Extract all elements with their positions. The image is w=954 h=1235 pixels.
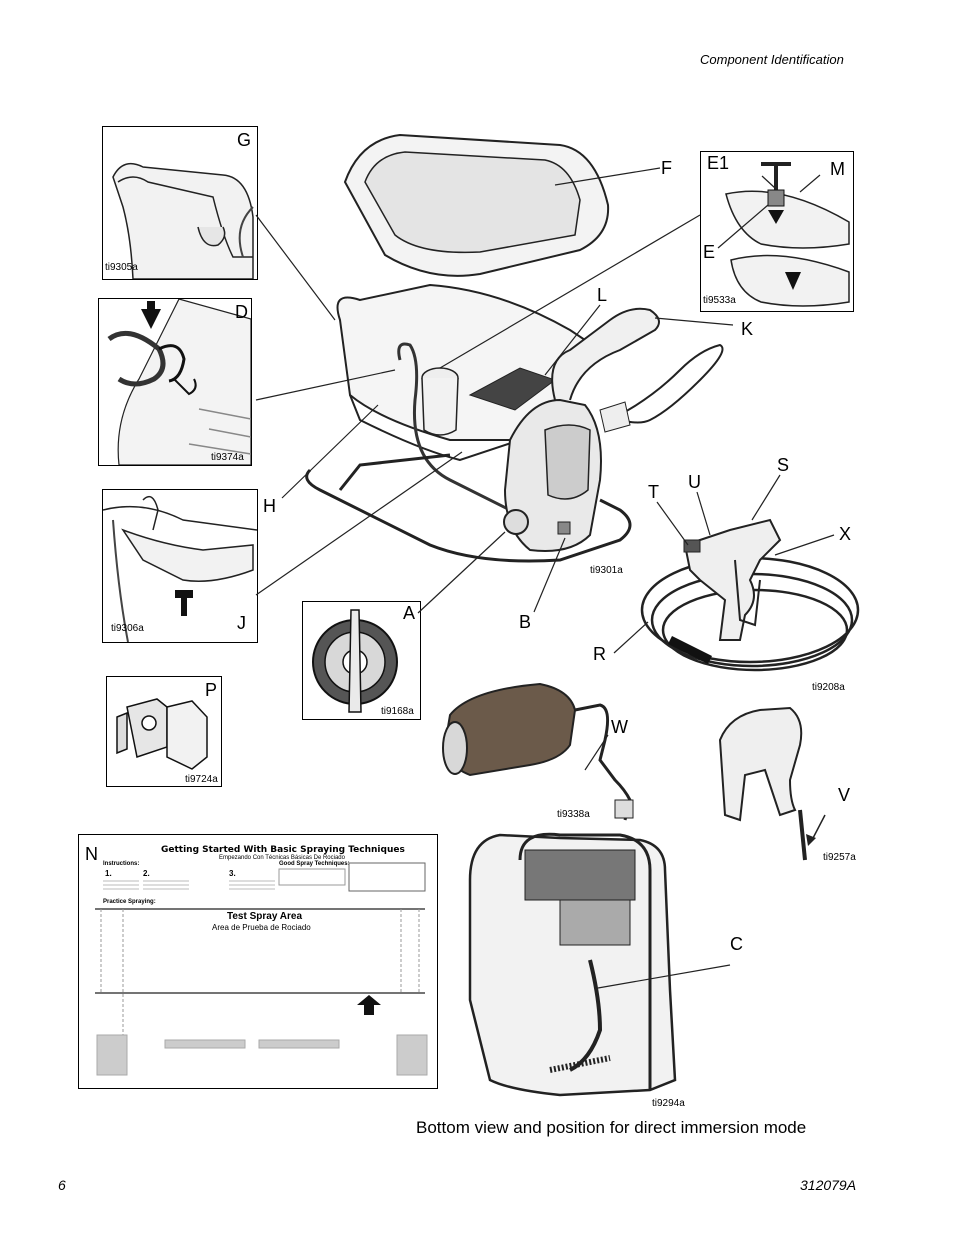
down-arrow-icon (785, 272, 801, 290)
figure-id: ti9301a (590, 565, 623, 576)
figure-id: ti9338a (557, 809, 590, 820)
up-arrow-icon (357, 995, 381, 1015)
figure-id: ti9724a (185, 774, 218, 785)
label-a: A (403, 603, 416, 623)
page-number: 6 (58, 1177, 66, 1193)
label-k: K (741, 319, 754, 339)
label-t: T (648, 482, 659, 502)
label-r: R (593, 644, 606, 664)
figure-id: ti9305a (105, 262, 138, 273)
inset-a-prime-valve: A ti9168a (302, 601, 421, 720)
poster-test-area-es: Area de Prueba de Rociado (212, 923, 311, 932)
poster-layout-illustration (95, 862, 428, 1076)
bottom-view-caption: Bottom view and position for direct imme… (416, 1118, 807, 1137)
label-h: H (263, 496, 276, 516)
label-e1: E1 (707, 153, 730, 173)
label-n: N (85, 844, 98, 864)
section-title: Component Identification (700, 52, 844, 67)
document-number: 312079A (800, 1177, 857, 1193)
figure-id: ti9257a (823, 852, 856, 863)
label-s: S (777, 455, 790, 475)
inset-d-hose-clip: D ti9374a (98, 298, 252, 466)
hopper-lip-illustration (112, 162, 254, 279)
down-arrow-icon (141, 309, 161, 329)
inset-p-fitting: P ti9724a (106, 676, 222, 787)
down-arrow-icon (768, 210, 784, 224)
figure-id: ti9533a (703, 295, 736, 306)
figure-id: ti9374a (211, 452, 244, 463)
inset-n-spray-poster: N Getting Started With Basic Spraying Te… (78, 834, 438, 1089)
label-w: W (611, 717, 628, 737)
fitting-illustration (116, 698, 208, 770)
label-d: D (235, 302, 248, 322)
poster-subtitle: Empezando Con Técnicas Básicas De Rociad… (219, 855, 345, 861)
label-j: J (237, 613, 246, 633)
label-m: M (830, 159, 845, 179)
label-c: C (730, 934, 743, 954)
poster-practice: Practice Spraying: (103, 899, 156, 905)
label-b: B (519, 612, 532, 632)
poster-good-spray: Good Spray Techniques: (279, 861, 350, 867)
poster-step-2: 2. (143, 869, 150, 878)
label-g: G (237, 130, 252, 150)
figure-id: ti9306a (111, 623, 144, 634)
inset-g-hopper-lip: G ti9305a (102, 126, 258, 280)
label-e: E (703, 242, 716, 262)
figure-id: ti9168a (381, 706, 414, 717)
poster-title: Getting Started With Basic Spraying Tech… (161, 845, 405, 855)
label-v: V (838, 785, 851, 805)
poster-instructions: Instructions: (103, 861, 140, 867)
poster-step-1: 1. (105, 869, 112, 878)
figure-id: ti9208a (812, 682, 845, 693)
poster-step-3: 3. (229, 869, 236, 878)
label-x: X (839, 524, 852, 544)
figure-id: ti9294a (652, 1098, 685, 1109)
label-f: F (661, 158, 672, 178)
label-p: P (205, 680, 218, 700)
inset-j-drain: J ti9306a (102, 489, 258, 643)
label-l: L (597, 285, 608, 305)
prime-valve-knob-illustration (312, 609, 398, 713)
drain-illustration (103, 495, 257, 642)
hose-clip-illustration (107, 299, 251, 465)
label-u: U (688, 472, 701, 492)
poster-test-area: Test Spray Area (227, 911, 303, 922)
